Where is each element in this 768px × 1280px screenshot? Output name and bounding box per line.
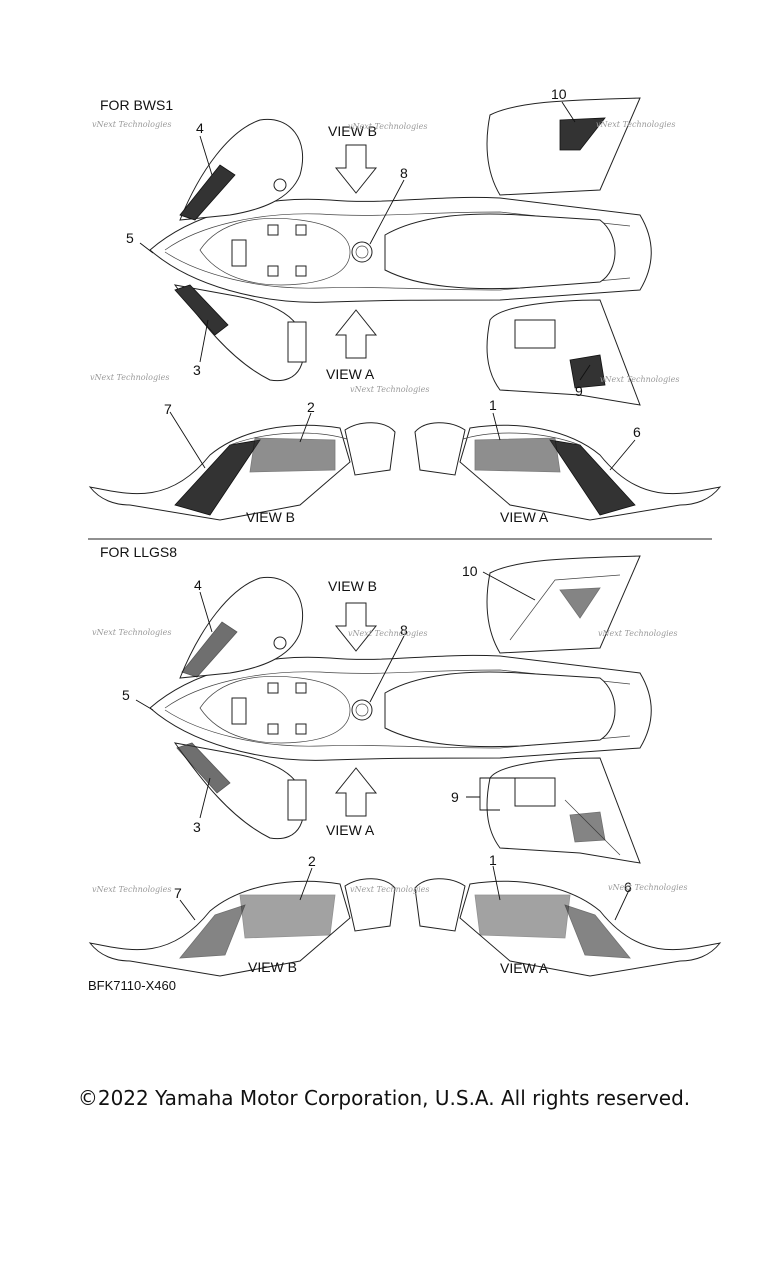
watermark: vNext Technologies (350, 885, 429, 894)
callout-2: 2 (307, 399, 315, 415)
section-title: FOR LLGS8 (100, 544, 177, 560)
watermark: vNext Technologies (350, 385, 429, 394)
watermark: vNext Technologies (598, 629, 677, 638)
callout-7: 7 (174, 885, 182, 901)
view-label-b-side: VIEW B (248, 959, 297, 975)
callout-8: 8 (400, 165, 408, 181)
view-label-a-top: VIEW A (326, 366, 375, 382)
callout-3: 3 (193, 819, 201, 835)
parts-diagram: FOR BWS1 (88, 86, 722, 993)
watermark: vNext Technologies (92, 120, 171, 129)
view-label-b-top: VIEW B (328, 123, 377, 139)
view-label-a-top: VIEW A (326, 822, 375, 838)
view-a-arrow (334, 767, 378, 817)
watermark: vNext Technologies (90, 373, 169, 382)
callout-5: 5 (122, 687, 130, 703)
callout-9: 9 (451, 789, 459, 805)
callout-4: 4 (196, 120, 204, 136)
copyright-notice: ©2022 Yamaha Motor Corporation, U.S.A. A… (77, 1086, 691, 1110)
callout-7: 7 (164, 401, 172, 417)
watermark: vNext Technologies (92, 885, 171, 894)
callout-6: 6 (633, 424, 641, 440)
callout-6: 6 (624, 879, 632, 895)
watermark: vNext Technologies (348, 629, 427, 638)
view-label-b-side: VIEW B (246, 509, 295, 525)
callout-1: 1 (489, 397, 497, 413)
view-b-arrow (334, 144, 378, 194)
callout-1: 1 (489, 852, 497, 868)
watermark: vNext Technologies (348, 122, 427, 131)
view-label-b-top: VIEW B (328, 578, 377, 594)
view-b-arrow (334, 602, 378, 652)
section-bws1: FOR BWS1 (88, 86, 722, 525)
callout-10: 10 (462, 563, 478, 579)
atv-side-views (88, 878, 722, 977)
atv-side-views (88, 422, 722, 521)
atv-top-view (149, 555, 652, 864)
callout-2: 2 (308, 853, 316, 869)
atv-top-view (149, 97, 652, 406)
callout-5: 5 (126, 230, 134, 246)
callout-10: 10 (551, 86, 567, 102)
watermark: vNext Technologies (608, 883, 687, 892)
callout-9: 9 (575, 383, 583, 399)
diagram-code: BFK7110-X460 (88, 978, 176, 993)
section-llgs8: FOR LLGS8 (88, 544, 722, 977)
callout-4: 4 (194, 577, 202, 593)
callout-8: 8 (400, 622, 408, 638)
watermark: vNext Technologies (92, 628, 171, 637)
watermark: vNext Technologies (596, 120, 675, 129)
section-title: FOR BWS1 (100, 97, 173, 113)
watermark: vNext Technologies (600, 375, 679, 384)
view-a-arrow (334, 309, 378, 359)
callout-3: 3 (193, 362, 201, 378)
view-label-a-side: VIEW A (500, 509, 549, 525)
view-label-a-side: VIEW A (500, 960, 549, 976)
